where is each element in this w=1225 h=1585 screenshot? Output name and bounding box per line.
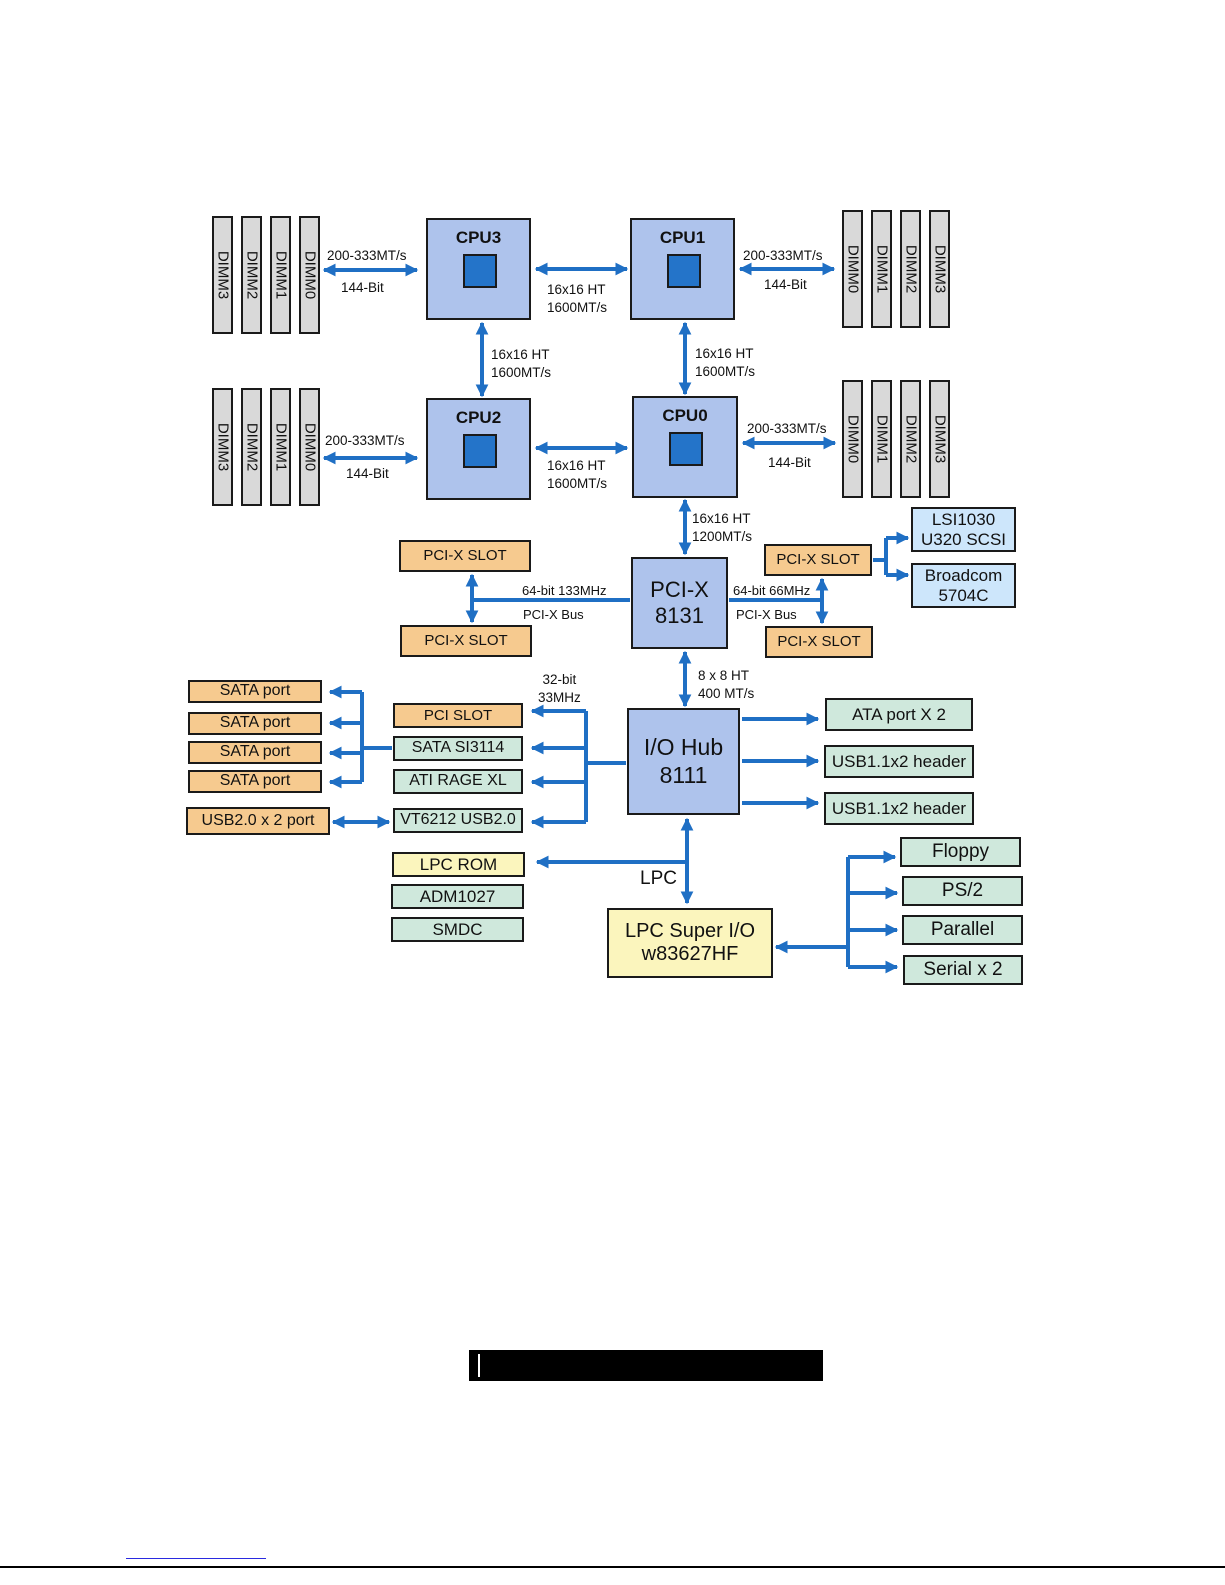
pci-slot-box: PCI SLOT xyxy=(393,703,523,728)
cpu1-mem-width: 144-Bit xyxy=(764,277,807,292)
dimm-cpu2-2: DIMM2 xyxy=(241,388,262,506)
dimm-cpu2-0: DIMM0 xyxy=(299,388,320,506)
parallel-box: Parallel xyxy=(902,915,1023,945)
dimm-cpu0-2: DIMM2 xyxy=(900,380,921,498)
dimm-cpu1-0: DIMM0 xyxy=(842,210,863,328)
cpu3-block: CPU3 xyxy=(426,218,531,320)
cpu3-mem-speed: 200-333MT/s xyxy=(327,248,407,263)
footer-bar-tick xyxy=(478,1354,480,1377)
pcix-right-speed-label: 64-bit 66MHz xyxy=(733,583,811,598)
dimm-cpu3-3: DIMM3 xyxy=(212,216,233,334)
ht-cpu3-cpu1-label: 16x16 HT 1600MT/s xyxy=(547,282,608,315)
smdc-box: SMDC xyxy=(391,917,524,942)
cpu0-mem-speed: 200-333MT/s xyxy=(747,421,827,436)
ht-cpu0-pcix-label: 16x16 HT 1200MT/s xyxy=(692,511,753,544)
dimm-cpu2-1: DIMM1 xyxy=(270,388,291,506)
cpu2-label: CPU2 xyxy=(455,408,502,427)
footer-link-underline xyxy=(126,1558,266,1559)
cpu1-core xyxy=(667,254,701,288)
pcix-left-bus-label: PCI-X Bus xyxy=(523,607,584,622)
dimm-cpu2-3: DIMM3 xyxy=(212,388,233,506)
cpu1-label: CPU1 xyxy=(659,228,706,247)
ht-cpu2-cpu0-label: 16x16 HT 1600MT/s xyxy=(547,458,608,491)
broadcom-5704c-box: Broadcom 5704C xyxy=(911,563,1016,608)
cpu2-mem-speed: 200-333MT/s xyxy=(325,433,405,448)
sata-port-1: SATA port xyxy=(188,680,322,703)
pcix-slot-right-bottom: PCI-X SLOT xyxy=(765,626,873,658)
pcix-8131-chip: PCI-X 8131 xyxy=(631,557,728,649)
dimm-cpu0-0: DIMM0 xyxy=(842,380,863,498)
pci-bus-label: 32-bit 33MHz xyxy=(538,672,581,705)
pcix-slot-left-top: PCI-X SLOT xyxy=(399,540,531,572)
vt6212-usb20-box: VT6212 USB2.0 xyxy=(393,808,523,833)
usb11-header-1-box: USB1.1x2 header xyxy=(824,745,974,778)
cpu2-core xyxy=(463,434,497,468)
sata-port-3: SATA port xyxy=(188,741,322,764)
cpu2-mem-width: 144-Bit xyxy=(346,466,389,481)
cpu3-core xyxy=(463,254,497,288)
footer-bar xyxy=(469,1350,823,1381)
cpu0-mem-width: 144-Bit xyxy=(768,455,811,470)
pcix-right-bus-label: PCI-X Bus xyxy=(736,607,797,622)
sata-port-2: SATA port xyxy=(188,712,322,735)
cpu0-core xyxy=(669,432,703,466)
adm1027-box: ADM1027 xyxy=(391,884,524,909)
pcix-left-speed-label: 64-bit 133MHz xyxy=(522,583,607,598)
lpc-bus-label: LPC xyxy=(640,868,677,889)
usb20-port-box: USB2.0 x 2 port xyxy=(186,807,330,835)
ht-cpu3-cpu2-label: 16x16 HT 1600MT/s xyxy=(491,347,552,380)
pcix-slot-right-top: PCI-X SLOT xyxy=(764,544,872,576)
ht-cpu1-cpu0-label: 16x16 HT 1600MT/s xyxy=(695,346,756,379)
ati-rage-xl-box: ATI RAGE XL xyxy=(393,769,523,794)
dimm-cpu0-3: DIMM3 xyxy=(929,380,950,498)
ps2-box: PS/2 xyxy=(902,876,1023,906)
cpu1-block: CPU1 xyxy=(630,218,735,320)
cpu3-mem-width: 144-Bit xyxy=(341,280,384,295)
cpu3-label: CPU3 xyxy=(455,228,502,247)
serial-box: Serial x 2 xyxy=(903,955,1023,985)
dimm-cpu1-3: DIMM3 xyxy=(929,210,950,328)
sata-si3114-box: SATA SI3114 xyxy=(393,736,523,761)
cpu0-block: CPU0 xyxy=(632,396,738,498)
ht-pcix-iohub-label: 8 x 8 HT 400 MT/s xyxy=(698,668,755,701)
footer-rule xyxy=(0,1566,1225,1568)
dimm-cpu1-1: DIMM1 xyxy=(871,210,892,328)
dimm-cpu3-0: DIMM0 xyxy=(299,216,320,334)
pcix-slot-left-bottom: PCI-X SLOT xyxy=(400,625,532,657)
dimm-cpu0-1: DIMM1 xyxy=(871,380,892,498)
sata-port-4: SATA port xyxy=(188,770,322,793)
dimm-cpu3-2: DIMM2 xyxy=(241,216,262,334)
cpu0-label: CPU0 xyxy=(662,406,708,425)
floppy-box: Floppy xyxy=(900,837,1021,867)
cpu1-mem-speed: 200-333MT/s xyxy=(743,248,823,263)
dimm-cpu1-2: DIMM2 xyxy=(900,210,921,328)
cpu2-block: CPU2 xyxy=(426,398,531,500)
lpc-super-io-chip: LPC Super I/O w83627HF xyxy=(607,908,773,978)
ata-port-box: ATA port X 2 xyxy=(825,698,973,731)
iohub-8111-chip: I/O Hub 8111 xyxy=(627,708,740,815)
usb11-header-2-box: USB1.1x2 header xyxy=(824,792,974,825)
lpc-rom-box: LPC ROM xyxy=(392,852,525,877)
dimm-cpu3-1: DIMM1 xyxy=(270,216,291,334)
lsi1030-scsi-box: LSI1030 U320 SCSI xyxy=(911,507,1016,552)
